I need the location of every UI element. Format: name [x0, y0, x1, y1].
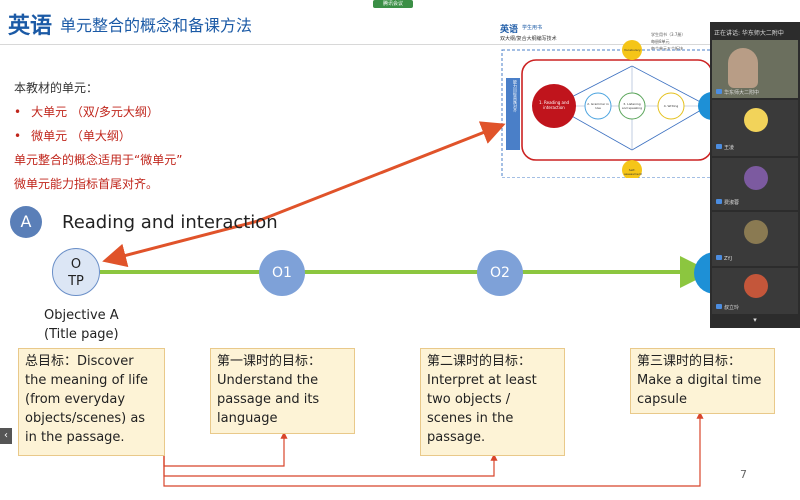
thumb-diagram-svg — [501, 40, 712, 178]
goal-box-lesson-1: 第一课时的目标：Understand the passage and its l… — [210, 348, 355, 434]
node-o1: O1 — [259, 250, 305, 296]
participant-name-1: 华东师大二附中 — [716, 89, 759, 96]
thumb-side-label: 能力目标首尾对齐 — [513, 80, 518, 112]
thumb-brand-sub: 学生用书 — [522, 25, 543, 31]
objective-line-1: Objective A — [44, 308, 119, 323]
participant-avatar-2 — [744, 108, 768, 132]
meeting-label[interactable]: 腾讯会议 — [373, 0, 413, 8]
thumb-note-1: 学生用书（3.7册） — [651, 32, 686, 37]
video-icon — [716, 304, 722, 309]
arrow-to-thumbnail — [257, 121, 506, 223]
participant-tile-5[interactable]: 叔立玲 — [712, 268, 798, 314]
node-o2: O2 — [477, 250, 523, 296]
title-divider — [0, 44, 720, 45]
chevron-down-icon[interactable]: ▾ — [753, 316, 757, 324]
participant-avatar-4 — [744, 220, 768, 244]
goal-box-lesson-2: 第二课时的目标：Interpret at least two objects /… — [420, 348, 565, 456]
video-icon — [716, 199, 722, 204]
thumb-node-label-2: 3. Listening and speaking — [621, 102, 643, 110]
participant-name-2: 王凌 — [716, 144, 734, 151]
node-otp: O TP — [52, 248, 100, 296]
thumb-red-frame — [521, 59, 712, 161]
thumb-note-3: 每个单元五个板块 — [651, 46, 683, 51]
thumb-node-label-3: 4. Writing — [663, 104, 679, 108]
node-otp-line1: O — [70, 257, 82, 272]
intro-item-2-text: 微单元 （单大纲） — [31, 129, 131, 143]
thumb-node-right — [698, 92, 712, 120]
video-panel-title: 正在讲话: 华东师大二附中 — [714, 30, 784, 37]
page-number: 7 — [740, 468, 747, 481]
intro-item-1: •大单元 （双/多元大纲） — [14, 105, 159, 119]
intro-item-2: •微单元 （单大纲） — [14, 129, 131, 143]
thumb-node-self — [622, 160, 642, 178]
participant-tile-3[interactable]: 费淑蓉 — [712, 158, 798, 210]
thumb-node-grammar — [584, 92, 612, 120]
node-otp-line2: TP — [68, 274, 84, 289]
thumb-center-label: 1. Reading and interaction — [538, 100, 570, 110]
thumb-brand: 英语 — [500, 25, 519, 35]
objective-line-2: (Title page) — [44, 327, 119, 342]
thumb-subtitle: 双大纲/复合大纲编写技术 — [500, 36, 557, 42]
thumb-node-vocab — [622, 40, 642, 60]
intro-line-5: 微单元能力指标首尾对齐。 — [14, 177, 159, 191]
thumb-node-writing — [657, 92, 685, 120]
participant-video-1 — [728, 48, 758, 88]
participant-name-4-text: ZYJ — [724, 256, 732, 262]
diagram-thumbnail: 英语 学生用书 双大纲/复合大纲编写技术 学生用书（3.7册） 每册8单元 每个… — [498, 18, 712, 178]
thumb-note-2: 每册8单元 — [651, 39, 670, 44]
participant-tile-1[interactable]: 华东师大二附中 — [712, 40, 798, 98]
goal-box-overall: 总目标：Discover the meaning of life (from e… — [18, 348, 165, 456]
participant-name-1-text: 华东师大二附中 — [724, 90, 760, 96]
video-icon — [716, 144, 722, 149]
participant-name-3-text: 费淑蓉 — [724, 200, 740, 206]
participant-tile-4[interactable]: ZYJ — [712, 212, 798, 266]
participant-name-3: 费淑蓉 — [716, 199, 739, 206]
participant-avatar-3 — [744, 166, 768, 190]
participant-avatar-5 — [744, 274, 768, 298]
collapse-left-icon[interactable]: ‹ — [0, 428, 12, 444]
participant-name-4: ZYJ — [716, 255, 732, 262]
slide-title: 单元整合的概念和备课方法 — [60, 16, 253, 35]
thumb-node-label-1: 2. Grammar in Use — [587, 102, 609, 110]
step-title: Reading and interaction — [62, 212, 278, 233]
brand-logo: 英语 — [8, 13, 53, 39]
intro-line-1: 本教材的单元： — [14, 81, 99, 95]
participant-name-5-text: 叔立玲 — [724, 305, 740, 311]
thumb-node-label-4: Vocabulary — [624, 48, 641, 52]
arrow-to-otp — [102, 219, 259, 268]
thumb-node-listening — [618, 92, 646, 120]
thumb-side-bar — [506, 78, 520, 150]
participant-name-5: 叔立玲 — [716, 304, 739, 311]
goal-box-lesson-3: 第三课时的目标：Make a digital time capsule — [630, 348, 775, 414]
participant-tile-2[interactable]: 王凌 — [712, 100, 798, 156]
thumb-node-center — [532, 84, 576, 128]
intro-item-1-text: 大单元 （双/多元大纲） — [31, 105, 159, 119]
step-badge: A — [10, 206, 42, 238]
participant-name-2-text: 王凌 — [724, 145, 735, 151]
thumb-node-label-5: Self-assessment — [624, 168, 642, 176]
intro-line-4: 单元整合的概念适用于“微单元” — [14, 153, 183, 167]
objective-label: Objective A (Title page) — [44, 306, 119, 344]
video-icon — [716, 89, 722, 94]
thumb-dashed-frame — [501, 49, 712, 178]
intro-text: 本教材的单元： •大单元 （双/多元大纲） •微单元 （单大纲） 单元整合的概念… — [14, 76, 182, 196]
video-icon — [716, 255, 722, 260]
